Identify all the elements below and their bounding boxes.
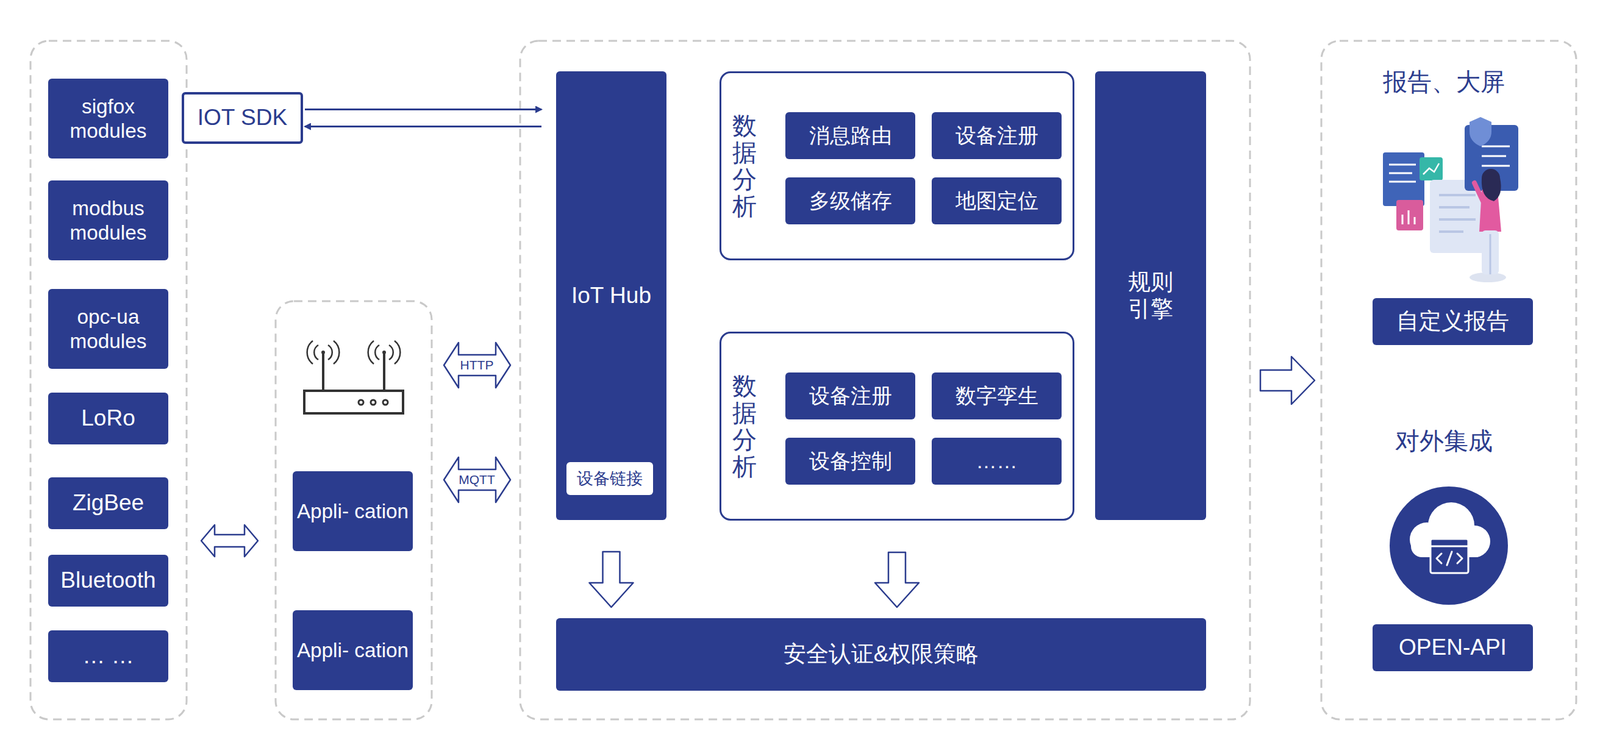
- sdk-box: IOT SDK: [181, 92, 304, 144]
- feature-box: 设备控制: [785, 437, 916, 485]
- node-label: 设备注册: [809, 383, 893, 409]
- protocol-module: LoRo: [48, 392, 169, 445]
- node-label: 消息路由: [809, 123, 893, 149]
- node-label: IoT Hub: [571, 282, 652, 310]
- application-box: Appli- cation: [292, 610, 413, 691]
- dashed-panel: [520, 40, 1250, 720]
- node-label: modbus modules: [48, 196, 169, 246]
- security-band: 安全认证&权限策略: [556, 618, 1207, 691]
- analysis-group: 数据分析 消息路由 设备注册多级储存 地图定位: [719, 71, 1075, 261]
- router-icon: [304, 340, 404, 414]
- node-label: IOT SDK: [197, 104, 288, 132]
- protocol-label: HTTP: [459, 357, 496, 372]
- report-box: 自定义报告: [1372, 298, 1533, 346]
- node-label: ……: [976, 448, 1018, 474]
- protocol-label: MQTT: [457, 472, 496, 487]
- data-arrow: [304, 108, 542, 111]
- application-box: Appli- cation: [292, 471, 413, 552]
- vertical-title: 数据分析: [732, 372, 757, 480]
- section-heading: 报告、大屏: [1382, 65, 1505, 99]
- double-arrow: [443, 457, 511, 503]
- node-label: 自定义报告: [1396, 307, 1510, 335]
- node-label: ZigBee: [72, 489, 144, 517]
- node-label: Appli- cation: [296, 638, 409, 663]
- node-label: Bluetooth: [60, 567, 156, 594]
- flow-arrow: [875, 552, 919, 608]
- rule-engine-bar: 规则 引擎: [1095, 71, 1207, 521]
- node-label: LoRo: [81, 404, 135, 432]
- double-arrow: [201, 525, 258, 557]
- node-label: 多级储存: [809, 188, 893, 214]
- node-label: 安全认证&权限策略: [783, 640, 980, 668]
- analysis-group: 数据分析 设备注册 数字孪生设备控制 ……: [719, 331, 1075, 521]
- flow-arrow: [589, 551, 634, 608]
- feature-box: 设备注册: [785, 372, 916, 420]
- vertical-title: 数据分析: [732, 112, 757, 220]
- protocol-module: sigfox modules: [48, 78, 169, 159]
- protocol-module: Bluetooth: [48, 554, 169, 607]
- node-label: 设备链接: [576, 468, 643, 489]
- dashed-panel: [275, 301, 432, 720]
- node-label: 设备控制: [809, 448, 893, 474]
- api-box: OPEN-API: [1372, 624, 1533, 672]
- feature-box: 地图定位: [931, 177, 1062, 225]
- protocol-module: ZigBee: [48, 477, 169, 530]
- protocol-module: opc-ua modules: [48, 289, 169, 369]
- node-label: sigfox modules: [48, 94, 169, 144]
- node-label: OPEN-API: [1398, 634, 1507, 661]
- feature-box: 数字孪生: [931, 372, 1062, 420]
- data-arrow: [304, 125, 542, 128]
- node-label: 规则 引擎: [1126, 268, 1175, 324]
- node-label: 设备注册: [955, 123, 1039, 149]
- hub-bar: IoT Hub 设备链接: [556, 71, 667, 521]
- node-label: Appli- cation: [296, 499, 409, 524]
- node-label: 地图定位: [955, 188, 1039, 214]
- section-heading: 对外集成: [1395, 424, 1493, 458]
- link-chip: 设备链接: [566, 462, 654, 496]
- node-label: 数字孪生: [955, 383, 1039, 409]
- feature-box: 消息路由: [785, 112, 916, 160]
- feature-box: 多级储存: [785, 177, 916, 225]
- dashed-panel: [30, 40, 187, 720]
- node-label: opc-ua modules: [48, 304, 169, 354]
- protocol-module: … …: [48, 630, 169, 683]
- dashed-panel: [1321, 40, 1577, 720]
- cloud-api-icon: [1389, 486, 1508, 605]
- feature-box: ……: [931, 437, 1062, 485]
- feature-box: 设备注册: [931, 112, 1062, 160]
- protocol-module: modbus modules: [48, 180, 169, 261]
- node-label: … …: [82, 642, 134, 670]
- dashboard-illustration: [1382, 117, 1519, 283]
- double-arrow: [443, 342, 511, 388]
- output-arrow: [1260, 356, 1315, 405]
